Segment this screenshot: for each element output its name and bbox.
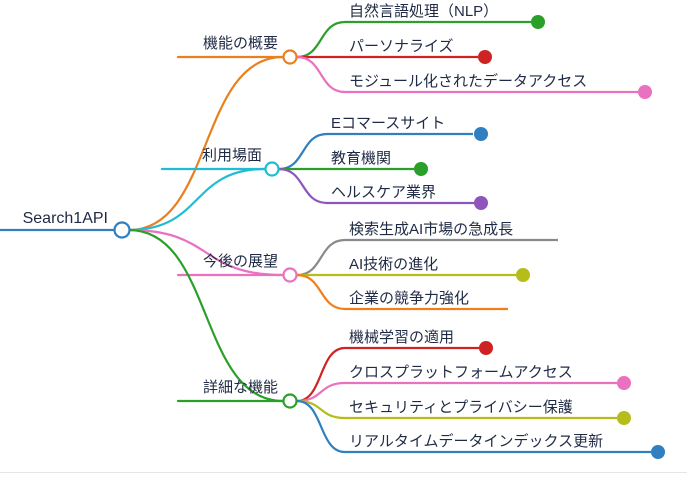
leaf-dot-2-1[interactable] (516, 268, 530, 282)
leaf-dot-3-1[interactable] (617, 376, 631, 390)
leaf-link-0-0 (295, 20, 347, 59)
leaf-dot-3-3[interactable] (651, 445, 665, 459)
leaf-link-2-2 (295, 273, 347, 311)
branch-label-2: 今後の展望 (203, 253, 278, 270)
leaf-link-3-3 (295, 399, 347, 454)
leaf-dot-3-2[interactable] (617, 411, 631, 425)
branch-link-0 (127, 55, 285, 232)
labels-layer: 機能の概要 自然言語処理（NLP） パーソナライズモジュール化されたデータアクセス利… (23, 3, 604, 450)
leaf-link-1-0 (277, 132, 329, 171)
branch-label-3: 詳細な機能 (203, 379, 278, 396)
nodes-layer (113, 15, 665, 459)
leaf-dot-3-0[interactable] (479, 341, 493, 355)
root-label: Search1API (23, 210, 108, 227)
leaf-link-2-0 (295, 238, 347, 277)
leaf-dot-1-1[interactable] (414, 162, 428, 176)
leaf-label-3-0: 機械学習の適用 (349, 328, 454, 346)
leaf-dot-0-0[interactable] (531, 15, 545, 29)
leaf-label-3-3: リアルタイムデータインデックス更新 (349, 432, 603, 450)
branch-label-0: 機能の概要 (203, 35, 278, 52)
leaf-label-1-2: ヘルスケア業界 (331, 184, 436, 201)
leaf-label-0-0: 自然言語処理（NLP） (349, 3, 498, 20)
leaf-dot-1-0[interactable] (474, 127, 488, 141)
leaf-dot-1-2[interactable] (474, 196, 488, 210)
root-node[interactable] (113, 221, 131, 239)
leaf-label-2-1: AI技術の進化 (349, 256, 438, 273)
leaf-link-0-2 (295, 55, 347, 94)
leaf-label-2-2: 企業の競争力強化 (349, 289, 469, 307)
leaf-link-3-0 (295, 346, 347, 403)
leaf-label-3-2: セキュリティとプライバシー保護 (349, 399, 573, 416)
branch-node-2[interactable] (282, 267, 298, 283)
branch-node-0[interactable] (282, 49, 298, 65)
leaf-label-0-2: モジュール化されたデータアクセス (349, 72, 587, 90)
leaf-label-3-1: クロスプラットフォームアクセス (349, 364, 573, 381)
branch-node-1[interactable] (264, 161, 280, 177)
leaf-link-1-2 (277, 167, 329, 205)
leaf-dot-0-2[interactable] (638, 85, 652, 99)
leaf-label-2-0: 検索生成AI市場の急成長 (349, 221, 513, 238)
leaf-dot-0-1[interactable] (478, 50, 492, 64)
connector-links-layer (0, 20, 651, 454)
branch-link-1 (127, 167, 267, 232)
leaf-label-1-1: 教育機関 (331, 150, 391, 167)
leaf-label-1-0: Eコマースサイト (331, 115, 445, 132)
branch-label-1: 利用場面 (202, 147, 262, 164)
leaf-label-0-1: パーソナライズ (349, 38, 454, 55)
branch-link-3 (127, 228, 285, 403)
branch-node-3[interactable] (282, 393, 298, 409)
branch-link-2 (127, 228, 285, 277)
